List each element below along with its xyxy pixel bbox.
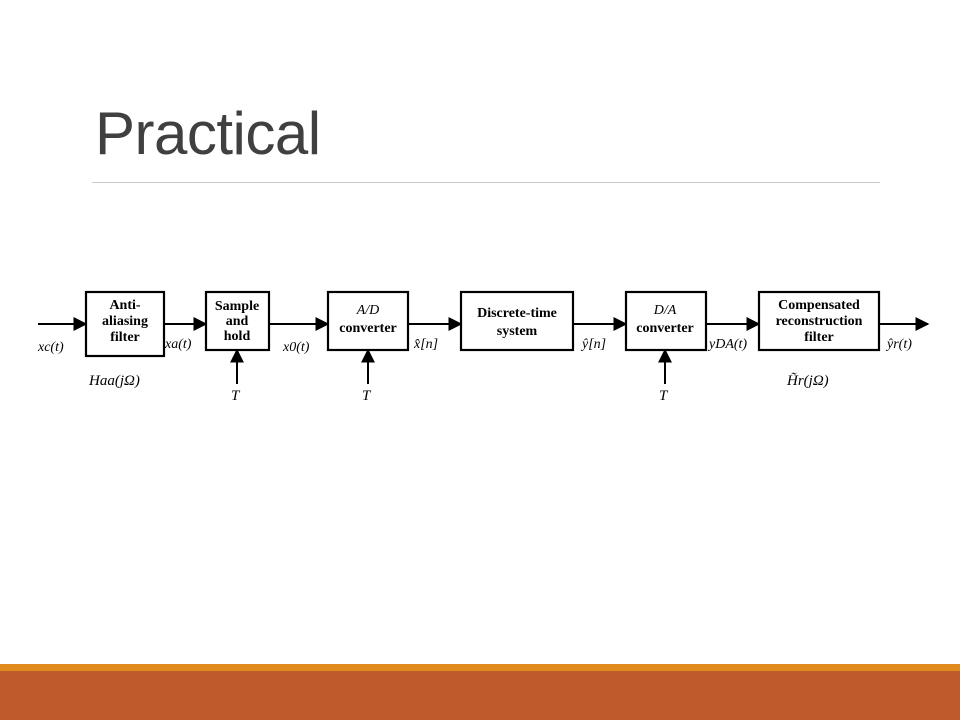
block-sample-and-hold: Sample and hold [204,290,271,352]
block-line: converter [636,321,694,336]
block-line: D/A [653,303,677,318]
block-compensated-reconstruction-filter: Compensated reconstruction filter [757,290,881,352]
slide-title: Practical [95,100,321,167]
clock-label-da: T [659,388,669,404]
transfer-label-reconstruction: H̃r(jΩ) [786,373,829,389]
title-divider [92,182,880,183]
block-line: system [497,324,538,339]
signal-wires [38,317,930,384]
transfer-label-anti-aliasing: Haa(jΩ) [88,373,140,389]
signal-label-output: ŷr(t) [885,337,912,352]
footer-bar [0,671,960,720]
block-line: A/D [356,303,380,318]
block-line: Compensated [778,298,860,313]
signal-label-ad-out: x̂[n] [413,337,438,352]
footer-accent-stripe [0,664,960,671]
block-discrete-time-system: Discrete-time system [459,290,575,352]
clock-label-hold: T [231,388,241,404]
block-line: filter [804,330,834,345]
block-line: aliasing [102,314,148,329]
block-ad-converter: A/D converter [326,290,410,352]
block-da-converter: D/A converter [624,290,708,352]
block-line: Anti- [109,298,140,313]
signal-label-after-hold: x0(t) [282,340,310,355]
block-diagram: Anti- aliasing filter Sample and hold A/… [37,290,930,404]
block-anti-aliasing-filter: Anti- aliasing filter [84,290,166,358]
block-line: Discrete-time [477,306,557,321]
block-line: hold [224,329,251,344]
signal-labels: xc(t) xa(t) x0(t) x̂[n] ŷ[n] yDA(t) ŷr(t… [37,337,912,355]
block-line: and [226,314,249,329]
block-line: Sample [215,299,259,314]
block-line: converter [339,321,397,336]
signal-label-dt-out: ŷ[n] [580,337,606,352]
signal-label-input: xc(t) [37,340,64,355]
clock-label-ad: T [362,388,372,404]
signal-label-after-filter: xa(t) [164,337,192,352]
signal-label-da-out: yDA(t) [707,337,747,352]
block-line: filter [110,330,140,345]
block-line: reconstruction [776,314,863,329]
